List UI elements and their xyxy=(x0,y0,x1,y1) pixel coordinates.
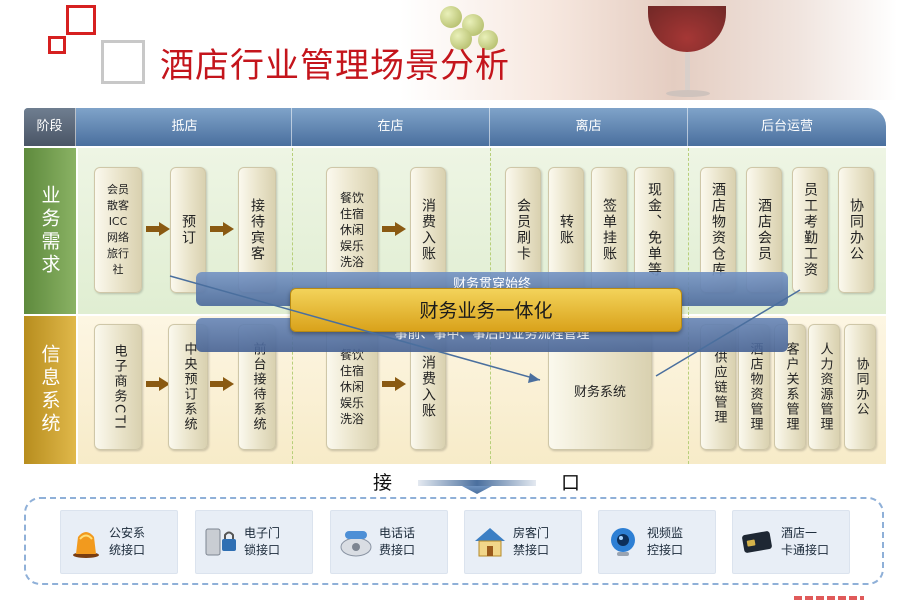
info-box-label: 协同办公 xyxy=(853,357,869,417)
business-box-label: 接待宾客 xyxy=(249,198,266,262)
interface-label-right: 口 xyxy=(561,472,581,494)
info-box-ecommerce: 电子商务CTI xyxy=(94,324,142,450)
interface-card-label: 电话话 费接口 xyxy=(379,526,416,557)
wine-glass-base xyxy=(666,90,710,97)
grape-decoration xyxy=(440,6,462,28)
info-box-label: 人力资源管理 xyxy=(817,342,833,432)
interface-down-arrow-icon xyxy=(418,476,536,494)
info-box-label: 财务系统 xyxy=(573,384,626,400)
business-box-members: 会员 散客 ICC 网络 旅行 社 xyxy=(94,167,142,293)
grape-decoration xyxy=(478,30,498,50)
house-icon xyxy=(473,525,507,559)
logo-square-gray xyxy=(101,40,145,84)
column-divider xyxy=(688,148,689,464)
stage-in-house: 在店 xyxy=(292,108,490,146)
business-box-attendance: 员工考勤工资 xyxy=(792,167,828,293)
info-box-label: 客户关系管理 xyxy=(783,342,799,432)
flow-arrow-icon xyxy=(382,377,406,391)
stage-arrival: 抵店 xyxy=(78,108,292,146)
business-box-label: 酒店物资仓库 xyxy=(710,182,727,278)
interface-label-left: 接 xyxy=(373,472,393,494)
telephone-icon xyxy=(339,525,373,559)
interface-card-police[interactable]: 公安系 统接口 xyxy=(60,510,178,574)
interface-card-label: 视频监 控接口 xyxy=(647,526,684,557)
interface-card-label: 酒店一 卡通接口 xyxy=(781,526,830,557)
stage-back-office: 后台运营 xyxy=(760,119,813,134)
card-icon xyxy=(741,525,775,559)
interface-card-camera[interactable]: 视频监 控接口 xyxy=(598,510,716,574)
business-box-label: 消费入账 xyxy=(420,198,437,262)
info-box-label: 电子商务CTI xyxy=(111,343,127,431)
info-box-label: 前台接待系统 xyxy=(250,342,266,432)
row-label-info: 信息系统 xyxy=(24,316,76,464)
business-box-label: 会员 散客 ICC 网络 旅行 社 xyxy=(107,183,129,276)
business-box-label: 餐饮 住宿 休闲 娱乐 洗浴 xyxy=(339,190,364,270)
info-box-office: 协同办公 xyxy=(844,324,876,450)
info-box-hr: 人力资源管理 xyxy=(808,324,840,450)
camera-icon xyxy=(607,525,641,559)
wine-glass-stem xyxy=(685,52,690,92)
info-box-label: 中央预订系统 xyxy=(181,342,197,432)
logo-square-large xyxy=(66,5,96,35)
flow-arrow-icon xyxy=(210,222,234,236)
flow-arrow-icon xyxy=(146,377,170,391)
stage-header-label: 阶段 xyxy=(24,108,76,146)
interface-card-one-card[interactable]: 酒店一 卡通接口 xyxy=(732,510,850,574)
row-label-business: 业务需求 xyxy=(24,148,76,314)
business-box-office: 协同办公 xyxy=(838,167,874,293)
business-box-label: 协同办公 xyxy=(848,198,865,262)
interface-card-door-lock[interactable]: 电子门 锁接口 xyxy=(195,510,313,574)
page-title: 酒店行业管理场景分析 xyxy=(160,46,510,86)
interface-card-house[interactable]: 房客门 禁接口 xyxy=(464,510,582,574)
business-box-label: 员工考勤工资 xyxy=(802,182,819,278)
business-box-label: 签单挂账 xyxy=(601,198,618,262)
door-lock-icon xyxy=(204,525,238,559)
info-box-label: 消费入账 xyxy=(420,355,437,419)
info-box-label: 餐饮 住宿 休闲 娱乐 洗浴 xyxy=(339,347,364,427)
interface-card-label: 房客门 禁接口 xyxy=(513,526,550,557)
info-box-label: 供应链管理 xyxy=(711,349,727,425)
stage-header-bar: 阶段 抵店 在店 离店 后台运营 xyxy=(24,108,886,146)
interface-card-telephone[interactable]: 电话话 费接口 xyxy=(330,510,448,574)
footer-mark xyxy=(794,596,864,600)
stage-departure: 离店 xyxy=(490,108,688,146)
logo-square-small xyxy=(48,36,66,54)
business-box-label: 酒店会员 xyxy=(756,198,773,262)
flow-arrow-icon xyxy=(210,377,234,391)
business-box-label: 转账 xyxy=(558,214,575,246)
police-light-icon xyxy=(69,525,103,559)
info-box-label: 酒店物资管理 xyxy=(747,342,763,432)
business-box-label: 会员刷卡 xyxy=(515,198,532,262)
finance-integration-banner: 财务业务一体化 xyxy=(290,288,682,332)
interface-card-label: 公安系 统接口 xyxy=(109,526,146,557)
grape-decoration xyxy=(450,28,472,50)
flow-arrow-icon xyxy=(146,222,170,236)
business-box-label: 现金、免单等 xyxy=(646,182,663,278)
flow-arrow-icon xyxy=(382,222,406,236)
interface-card-label: 电子门 锁接口 xyxy=(244,526,281,557)
business-box-label: 预订 xyxy=(180,214,197,246)
